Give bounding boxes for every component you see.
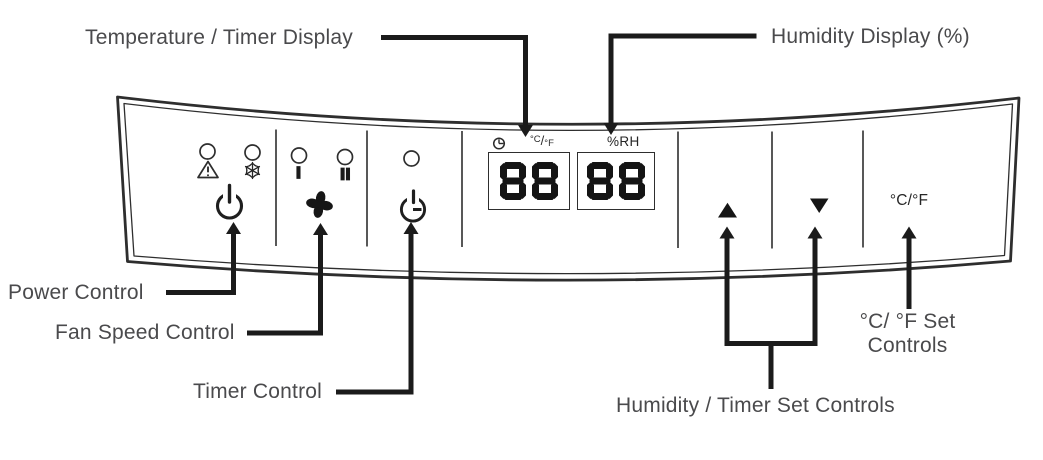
- indicator-leds: [199, 143, 420, 167]
- humidity-display-callout-line: [608, 33, 757, 124]
- humidity-display-label: Humidity Display (%): [771, 25, 970, 48]
- humidity-timer-set-left-arrowhead: [719, 226, 735, 239]
- power-arrowhead: [226, 222, 241, 234]
- temperature-display-arrowhead: [518, 125, 533, 137]
- humidity-display-unit-label: %RH: [607, 134, 640, 149]
- temperature-display-label: Temperature / Timer Display: [85, 26, 353, 49]
- temperature-display-digits: [500, 162, 558, 200]
- temperature-display-callout-line: [381, 35, 528, 126]
- unit-slash: /: [540, 133, 545, 148]
- humidity-up-button[interactable]: [718, 202, 737, 218]
- cf-set-controls-label-line2: Controls: [867, 334, 948, 357]
- snowflake-icon: [244, 161, 261, 180]
- power-callout-line: [166, 233, 236, 295]
- cf-set-button[interactable]: °C/°F: [889, 192, 929, 209]
- fan-speed-1-mark: I: [296, 165, 300, 182]
- humidity-timer-set-right-arrowhead: [807, 226, 823, 239]
- fan-speed-1-led-circle: [290, 147, 308, 164]
- callout-arrows: [166, 33, 917, 395]
- timer-control-label: Timer Control: [193, 380, 323, 403]
- clock-icon: [492, 137, 506, 150]
- cf-set-controls-label-line1: °C/ °F Set: [859, 310, 956, 333]
- temperature-display-unit-label: °C/°F: [530, 133, 554, 149]
- timer-led-circle: [403, 150, 420, 167]
- timer-button[interactable]: [399, 189, 427, 223]
- fan-speed-arrowhead: [313, 223, 328, 235]
- fan-speed-callout-line: [247, 234, 323, 336]
- fan-speed-control-label: Fan Speed Control: [55, 321, 235, 344]
- unit-celsius: °C: [530, 134, 541, 145]
- humidity-display: [577, 152, 655, 210]
- cf-set-arrowhead: [901, 226, 917, 239]
- cf-set-controls-label: °C/ °F Set Controls: [845, 310, 970, 358]
- humidity-down-button[interactable]: [810, 198, 829, 214]
- timer-arrowhead: [403, 222, 419, 234]
- timer-callout-line: [336, 233, 414, 395]
- defrost-led-circle: [244, 144, 261, 161]
- temperature-timer-display: [488, 152, 570, 210]
- humidity-display-arrowhead: [603, 123, 619, 135]
- humidity-timer-set-controls-label: Humidity / Timer Set Controls: [616, 394, 895, 417]
- power-button[interactable]: [215, 183, 244, 220]
- fan-button[interactable]: [305, 190, 333, 218]
- fan-speed-2-mark: II: [340, 167, 351, 184]
- section-dividers: [275, 129, 864, 249]
- warning-icon: [197, 160, 219, 179]
- power-control-label: Power Control: [8, 281, 144, 304]
- warning-led-circle: [199, 143, 216, 160]
- fan-speed-2-led-circle: [336, 148, 354, 166]
- unit-fahrenheit: °F: [544, 138, 554, 149]
- humidity-display-digits: [587, 162, 645, 200]
